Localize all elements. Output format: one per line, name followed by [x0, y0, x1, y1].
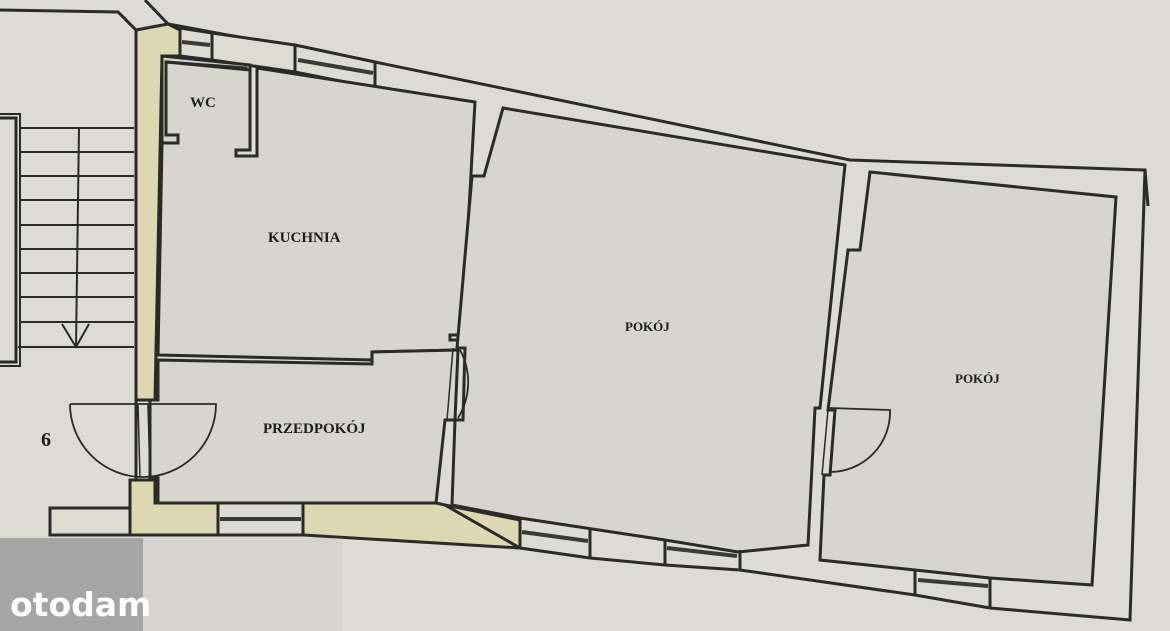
- watermark-shade-light: [143, 538, 343, 631]
- stair-handrail-outer: [0, 113, 21, 367]
- arrow-down-icon: [61, 323, 90, 349]
- flat-number: 6: [41, 429, 51, 451]
- window-room1-b: [666, 546, 738, 558]
- room-1: [450, 106, 847, 554]
- door-swing-arc: [69, 403, 217, 478]
- room-1-door: [446, 347, 470, 421]
- stair-handrail: [0, 116, 18, 364]
- outer-wall-right: [989, 169, 1147, 622]
- entrance-door: [69, 403, 217, 479]
- window-room1-a: [521, 530, 589, 543]
- label-hallway: PRZEDPOKÓJ: [263, 420, 366, 437]
- room-kitchen: [156, 60, 477, 362]
- window-room2: [917, 578, 989, 588]
- label-room-1: POKÓJ: [625, 319, 670, 334]
- door-swing-arc: [457, 349, 470, 419]
- door-swing-arc: [829, 407, 891, 473]
- stair-direction-arrow: [75, 127, 80, 348]
- window-kitchen: [297, 58, 374, 75]
- room-2-door: [821, 407, 891, 476]
- staircase: [0, 113, 134, 367]
- label-room-2: POKÓJ: [955, 371, 1000, 386]
- label-kitchen: KUCHNIA: [268, 230, 341, 246]
- watermark-shade: [0, 538, 143, 631]
- label-wc: WC: [190, 95, 216, 111]
- otodam-watermark-logo: otodam: [10, 585, 152, 624]
- room-2: [818, 170, 1118, 587]
- window-wc: [181, 40, 211, 47]
- bottom-wall-segment-1: [48, 506, 132, 537]
